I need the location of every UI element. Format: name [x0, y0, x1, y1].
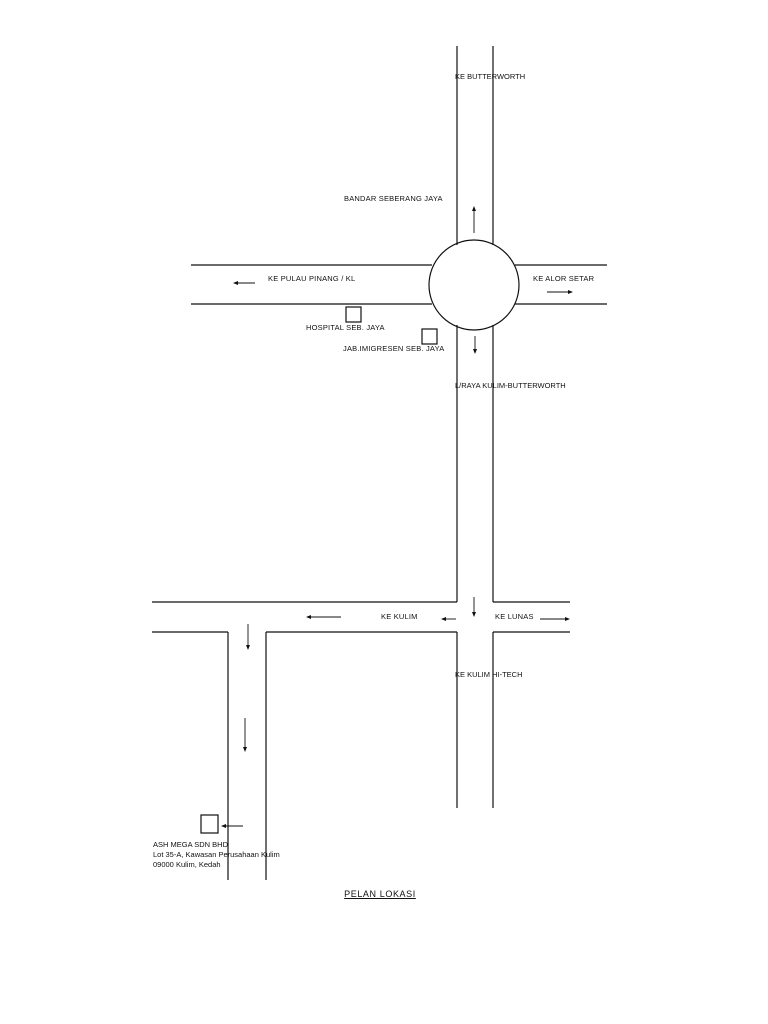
arrow-east-icon: [547, 290, 573, 294]
arrow-south-icon: [243, 718, 247, 752]
arrow-south-icon: [246, 624, 250, 650]
arrow-west-icon: [306, 615, 341, 619]
label-ke-kulim-hi-tech: KE KULIM HI-TECH: [455, 670, 523, 679]
arrow-west-icon: [221, 824, 243, 828]
label-ke-lunas: KE LUNAS: [495, 612, 534, 621]
destination-address-line2: 09000 Kulim, Kedah: [153, 860, 221, 869]
destination-marker: [200, 814, 219, 834]
label-hospital: HOSPITAL SEB. JAYA: [306, 323, 385, 332]
label-immigration-office: JAB.IMIGRESEN SEB. JAYA: [343, 344, 444, 353]
label-bandar-seberang-jaya: BANDAR SEBERANG JAYA: [344, 194, 443, 203]
arrow-west-icon: [441, 617, 456, 621]
arrow-south-icon: [473, 336, 477, 354]
destination-address-line1: Lot 35-A, Kawasan Perusahaan Kulim: [153, 850, 280, 859]
label-jalan-raya-kulim-butterworth: L/RAYA KULIM-BUTTERWORTH: [455, 381, 566, 390]
label-ke-pulau-pinang: KE PULAU PINANG / KL: [268, 274, 355, 283]
arrow-north-icon: [472, 206, 476, 233]
arrow-east-icon: [540, 617, 570, 621]
label-ke-butterworth: KE BUTTERWORTH: [455, 72, 526, 81]
immigration-office-marker: [421, 328, 438, 345]
label-ke-kulim: KE KULIM: [381, 612, 418, 621]
arrow-south-icon: [472, 597, 476, 617]
arrow-west-icon: [233, 281, 255, 285]
hospital-marker: [345, 306, 362, 323]
map-title: PELAN LOKASI: [344, 889, 416, 899]
label-ke-alor-setar: KE ALOR SETAR: [533, 274, 595, 283]
roundabout: [428, 239, 520, 331]
destination-name: ASH MEGA SDN BHD: [153, 840, 229, 849]
